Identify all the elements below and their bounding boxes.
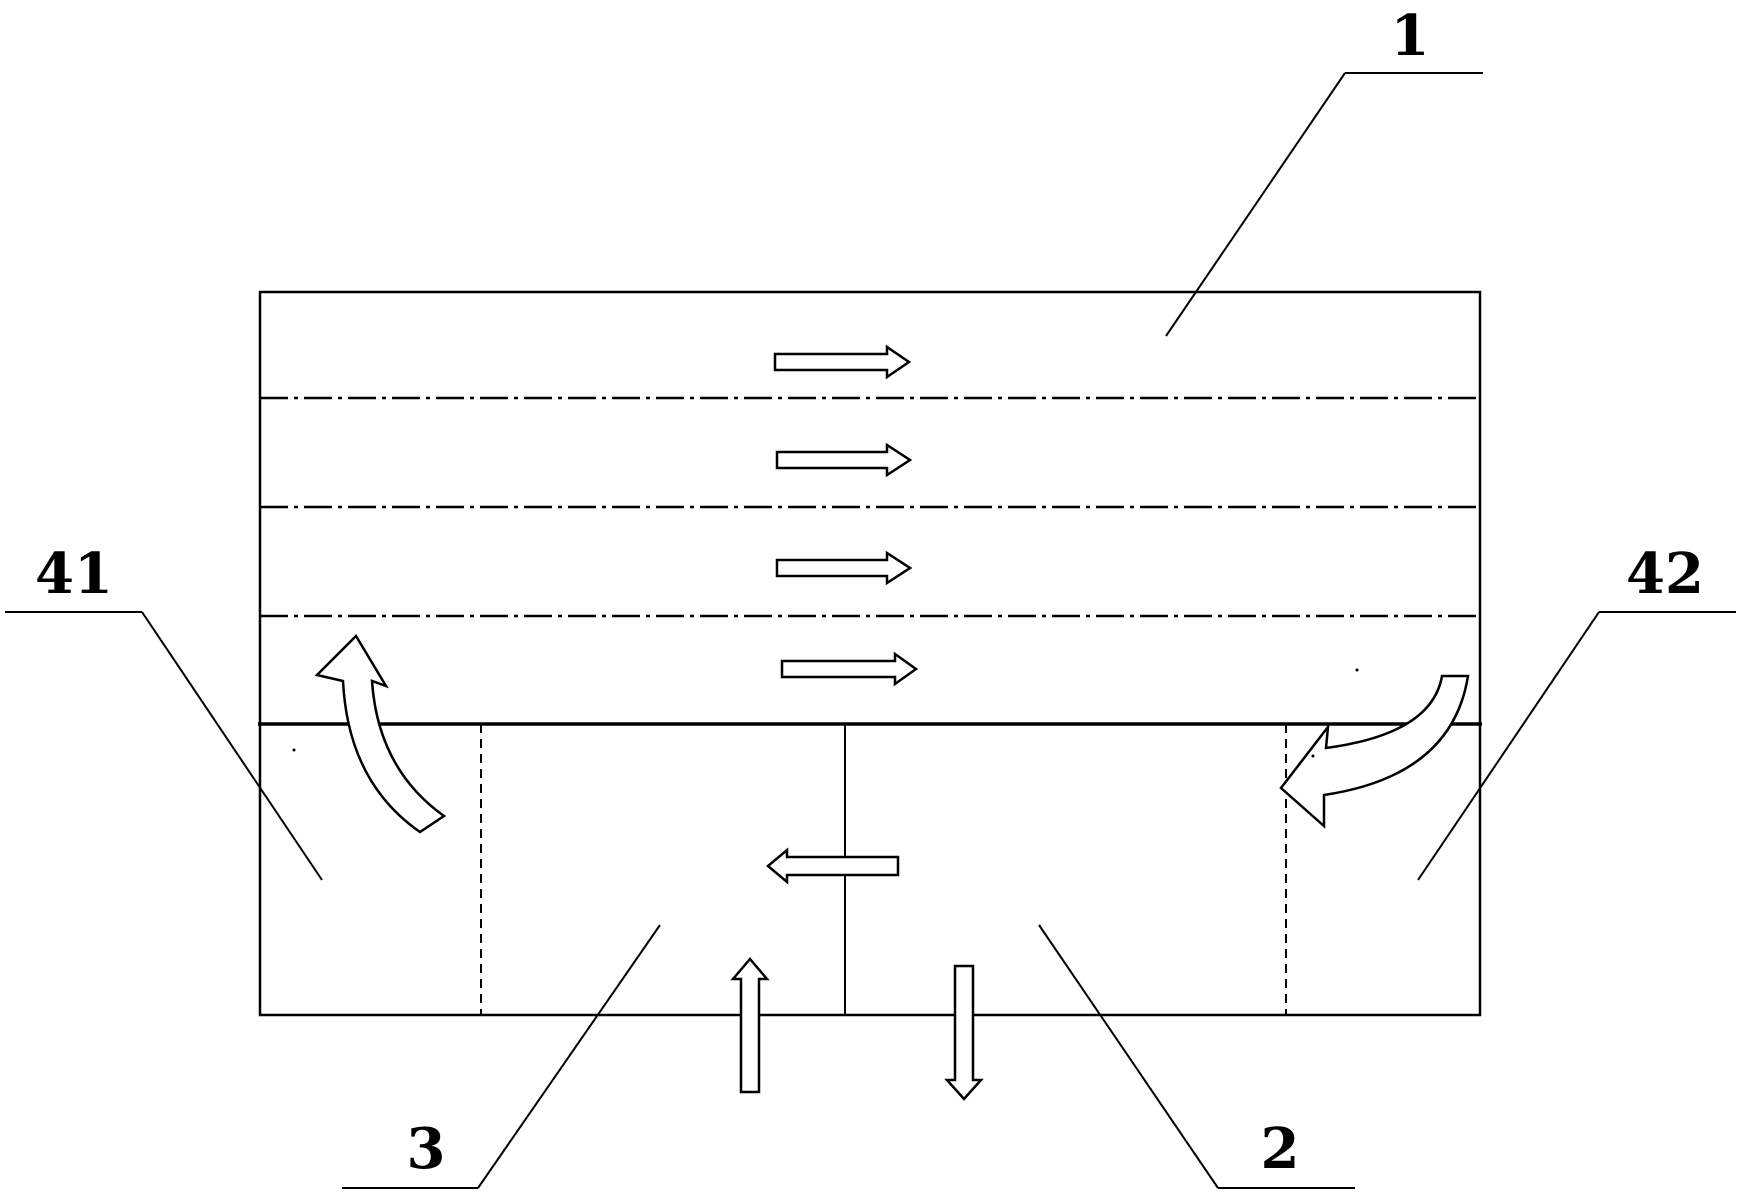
speck-dot [292,748,296,752]
label-1: 1 [1391,3,1430,69]
down-arrow-icon [944,964,984,1101]
label-2: 2 [1261,1116,1300,1182]
label-41: 41 [35,541,113,607]
label-2-leader [1038,924,1219,1189]
lane-3-right-arrow-icon [775,550,913,586]
left-arrow-icon [766,847,900,885]
lane-2-right-arrow-icon [775,442,913,478]
label-41-leader [141,611,323,881]
label-42-leader [1417,611,1600,881]
curved-arrow-42-icon [1279,674,1470,829]
label-1-leader [1165,72,1346,337]
speck-dot [1355,668,1359,672]
up-arrow-icon [730,957,770,1094]
lane-4-right-arrow-icon [780,651,919,687]
label-3-leader [477,924,661,1189]
curved-arrow-41-icon [314,633,447,834]
label-3: 3 [407,1116,446,1182]
lane-1-right-arrow-icon [773,344,912,380]
label-42: 42 [1626,541,1704,607]
lower-block-frame [258,724,1482,1017]
speck-dot [1311,754,1315,758]
